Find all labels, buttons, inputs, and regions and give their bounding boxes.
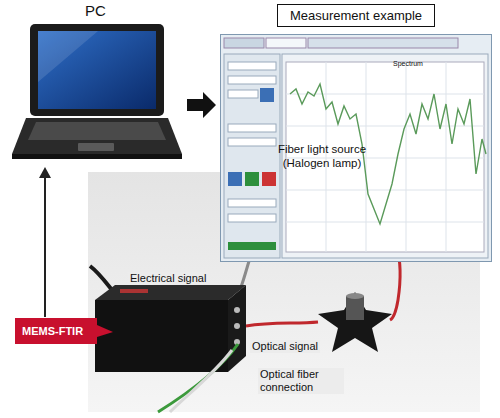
connector-arrow	[39, 167, 51, 317]
callout-shape	[15, 318, 113, 344]
label-holder: Optical fiber connection	[258, 368, 344, 395]
sample-cell-top	[346, 293, 364, 299]
connection-label: Optical fiber connection	[258, 368, 344, 394]
label-holder: Optical signal	[250, 336, 320, 354]
signal-cable	[90, 266, 112, 290]
device-top	[95, 285, 246, 300]
window-heading: Measurement example	[277, 4, 435, 27]
node-title: PC	[8, 2, 183, 20]
measurement-window: Measurement example	[220, 4, 492, 264]
device-logo	[120, 289, 148, 293]
pc-laptop: PC	[8, 2, 183, 165]
signal-label: Optical signal	[250, 340, 320, 353]
optical-fiber	[246, 322, 318, 326]
device-label: Fiber light source (Halogen lamp)	[266, 142, 378, 170]
chart-title: Spectrum	[393, 60, 423, 68]
signal-label: Electrical signal	[128, 272, 208, 285]
callout-text: MEMS-FTIR	[15, 318, 90, 344]
arrow-head	[39, 167, 51, 178]
sample-holder	[318, 292, 392, 352]
label-holder: Spectrum	[393, 52, 423, 70]
laptop-icon	[8, 22, 183, 162]
connector-arrow	[187, 92, 216, 118]
device-side	[228, 285, 246, 372]
block-arrow	[187, 92, 216, 118]
callout-box: MEMS-FTIR	[15, 318, 97, 344]
label-holder: Fiber light source (Halogen lamp)	[266, 142, 378, 171]
connector-line	[44, 175, 46, 317]
connector	[234, 323, 240, 329]
device-body	[95, 300, 228, 372]
optical-fiber	[158, 344, 238, 412]
optical-fiber	[170, 350, 232, 412]
sample-cell	[346, 296, 364, 320]
connector	[234, 307, 240, 313]
label-holder: Electrical signal	[128, 268, 208, 286]
